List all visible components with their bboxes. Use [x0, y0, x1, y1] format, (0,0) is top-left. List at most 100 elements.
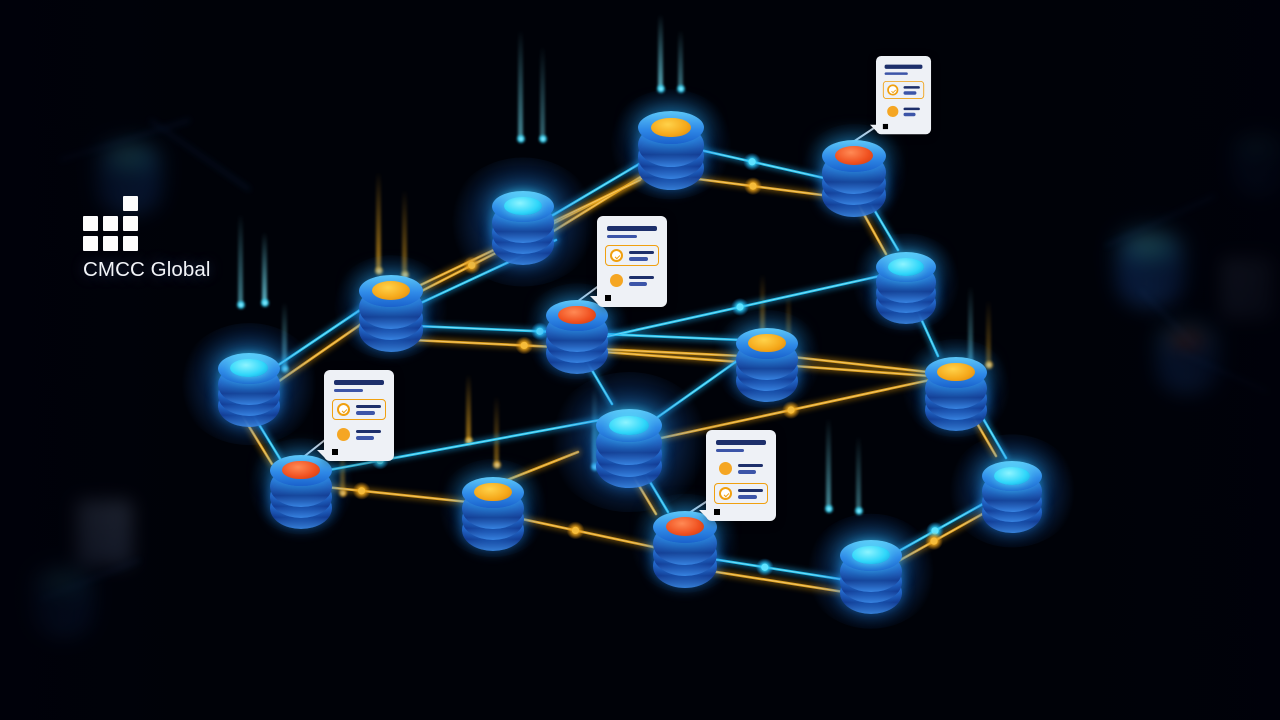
streak-cyan-2 [262, 232, 267, 304]
card-text-line [334, 380, 384, 385]
record-card-top-right-highlighted-row [882, 80, 925, 99]
card-text-line [356, 411, 375, 415]
streak-amber-4 [494, 396, 499, 466]
card-row-lines [629, 250, 654, 261]
database-node-cyan-core [547, 372, 711, 513]
record-card-lower-center[interactable] [699, 430, 776, 521]
streak-amber-1 [376, 172, 381, 272]
database-node-amber-right [899, 339, 1013, 438]
logo-tile [83, 236, 98, 251]
logo-tile [123, 216, 138, 231]
card-text-line [884, 71, 909, 75]
record-card-top-right-row-1 [887, 84, 920, 96]
database-node-amber-left [330, 255, 452, 359]
card-text-line [738, 470, 756, 474]
streak-cyan-6-head [656, 85, 665, 93]
card-text-line [903, 91, 917, 95]
node-top-fill [852, 545, 890, 565]
card-text-line [738, 495, 757, 499]
record-card-left-row [332, 425, 386, 444]
streak-amber-8 [986, 300, 991, 366]
node-stack [736, 323, 798, 403]
card-text-line [356, 404, 381, 408]
record-card-upper-center-row-2 [610, 274, 654, 287]
card-row-lines [903, 85, 920, 95]
node-stack [876, 247, 936, 324]
node-top-fill [474, 482, 512, 502]
streak-cyan-1 [238, 214, 243, 306]
card-row-lines [903, 107, 920, 116]
node-top-fill [834, 146, 874, 166]
record-card-left-row-1 [337, 403, 381, 416]
node-stack [359, 270, 423, 352]
streak-cyan-7-head [676, 85, 685, 93]
verified-check-icon [337, 403, 350, 416]
link-cyan-n1-n3-node-dot [748, 158, 756, 166]
card-text-line [716, 440, 766, 445]
record-card-top-right-row [883, 103, 924, 119]
logo-tile [83, 216, 98, 231]
streak-amber-2-head [400, 271, 409, 279]
link-amber-n11-n12-node-dot [358, 487, 366, 495]
streak-cyan-7 [678, 30, 683, 90]
database-node-amber-low [436, 459, 550, 558]
node-top-fill [371, 281, 411, 301]
record-card-left[interactable] [317, 370, 394, 461]
node-stack [822, 135, 886, 217]
link-cyan-n2-n1-highlight [547, 159, 647, 219]
streak-cyan-5 [540, 46, 545, 140]
card-tail [317, 450, 326, 459]
card-text-line [903, 85, 920, 89]
node-top-fill [748, 333, 786, 353]
database-node-cyan-top [849, 233, 963, 331]
card-text-line [607, 234, 637, 238]
card-text-line [356, 436, 374, 440]
link-cyan-n14-n15-node-dot [761, 563, 769, 571]
database-node-red-top [798, 124, 910, 221]
streak-cyan-10-head [824, 505, 833, 513]
database-node-cyan-bottom [804, 513, 938, 629]
streak-cyan-11-head [854, 507, 863, 515]
logo-tile [103, 236, 118, 251]
card-text-line [738, 463, 763, 467]
node-stack [653, 506, 717, 588]
link-amber-n7-n9-highlight [783, 355, 929, 373]
card-row-lines [356, 429, 381, 440]
database-node-cyan-lower [946, 434, 1078, 548]
streak-cyan-10 [826, 418, 831, 510]
brand-logo: CMCC Global [83, 196, 211, 282]
verified-check-icon [719, 487, 732, 500]
card-row-lines [738, 488, 763, 499]
logo-tile [123, 236, 138, 251]
record-card-upper-center-row-1 [610, 249, 654, 262]
node-top-fill [609, 415, 649, 436]
streak-cyan-2-head [260, 299, 269, 307]
streak-amber-5 [760, 274, 765, 360]
streak-cyan-11 [856, 436, 861, 512]
node-stack [492, 186, 554, 266]
database-node-cyan-bright [447, 157, 599, 287]
record-card-upper-center[interactable] [590, 216, 667, 307]
record-card-lower-center-highlighted-row [714, 483, 768, 504]
verified-check-icon [610, 249, 623, 262]
database-node-red-left [245, 438, 357, 534]
card-row-lines [356, 404, 381, 415]
status-dot-icon [719, 462, 732, 475]
node-stack [596, 404, 662, 489]
record-card-top-right[interactable] [869, 56, 932, 135]
streak-amber-1-head [374, 267, 383, 275]
database-node-amber-top [607, 89, 735, 199]
link-cyan-n10-n7-highlight [647, 355, 745, 425]
record-card-upper-center-highlighted-row [605, 245, 659, 266]
link-amber-n1-n3-node-dot [749, 182, 757, 190]
streak-amber-2 [402, 190, 407, 276]
cmcc-logo-mark [83, 196, 139, 252]
record-card-top-right-header-lines [883, 64, 924, 77]
card-text-line [629, 282, 647, 286]
node-top-fill [665, 517, 705, 537]
node-top-fill [230, 358, 268, 378]
link-amber-n15-n13-node-dot [930, 537, 938, 545]
node-top-fill [558, 305, 596, 325]
card-tail [590, 296, 599, 305]
link-amber-n12-n14-node-dot [571, 526, 580, 535]
